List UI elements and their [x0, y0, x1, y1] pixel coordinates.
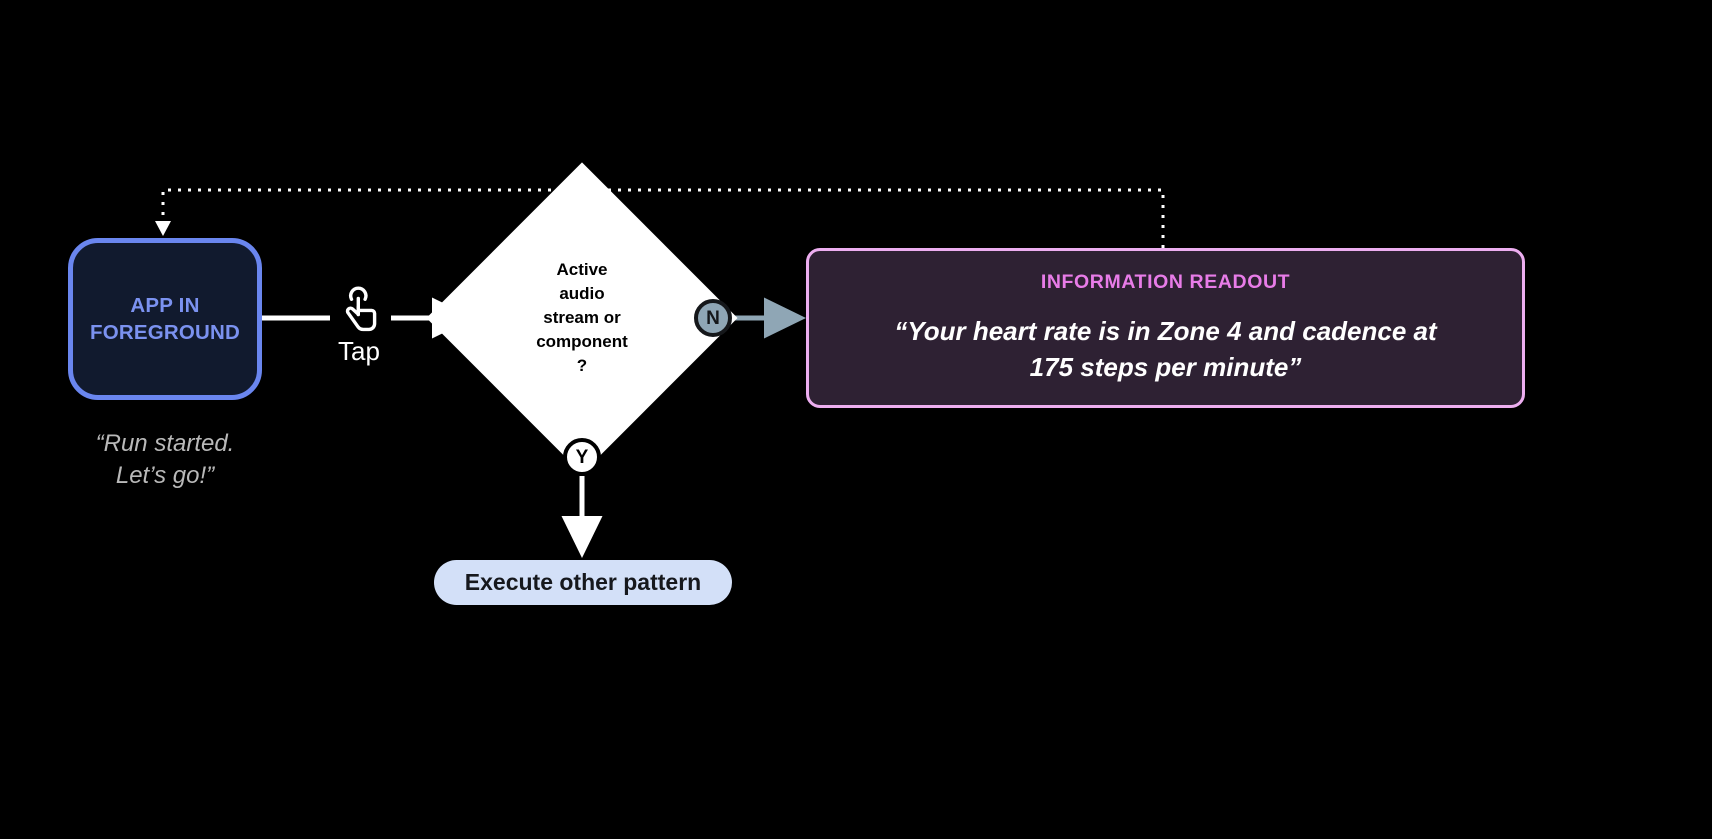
readout-title: INFORMATION READOUT	[1040, 271, 1291, 294]
tap-gesture-icon	[345, 286, 377, 332]
readout-body: “Your heart rate is in Zone 4 and cadenc…	[894, 316, 1437, 382]
branch-badge-no-label: N	[706, 307, 720, 329]
gesture-tap-label: Tap	[338, 336, 380, 366]
app-node-label: APP IN FOREGROUND	[89, 293, 241, 344]
branch-badge-yes[interactable]: Y	[563, 438, 601, 476]
node-app-in-foreground[interactable]: APP IN FOREGROUND	[68, 238, 262, 400]
app-node-caption: “Run started. Let’s go!”	[95, 430, 235, 489]
decision-label: Active audio stream or component ?	[536, 259, 628, 376]
branch-badge-no[interactable]: N	[694, 299, 732, 337]
branch-badge-yes-label: Y	[575, 446, 589, 468]
node-execute-other-pattern[interactable]: Execute other pattern	[434, 560, 732, 605]
feedback-loop-arrowhead	[155, 221, 171, 236]
execute-other-pattern-label: Execute other pattern	[464, 569, 702, 595]
node-information-readout[interactable]: INFORMATION READOUT “Your heart rate is …	[806, 248, 1525, 408]
decision-node[interactable]: Active audio stream or component ?	[426, 162, 738, 474]
gesture-tap[interactable]: Tap	[326, 286, 392, 364]
